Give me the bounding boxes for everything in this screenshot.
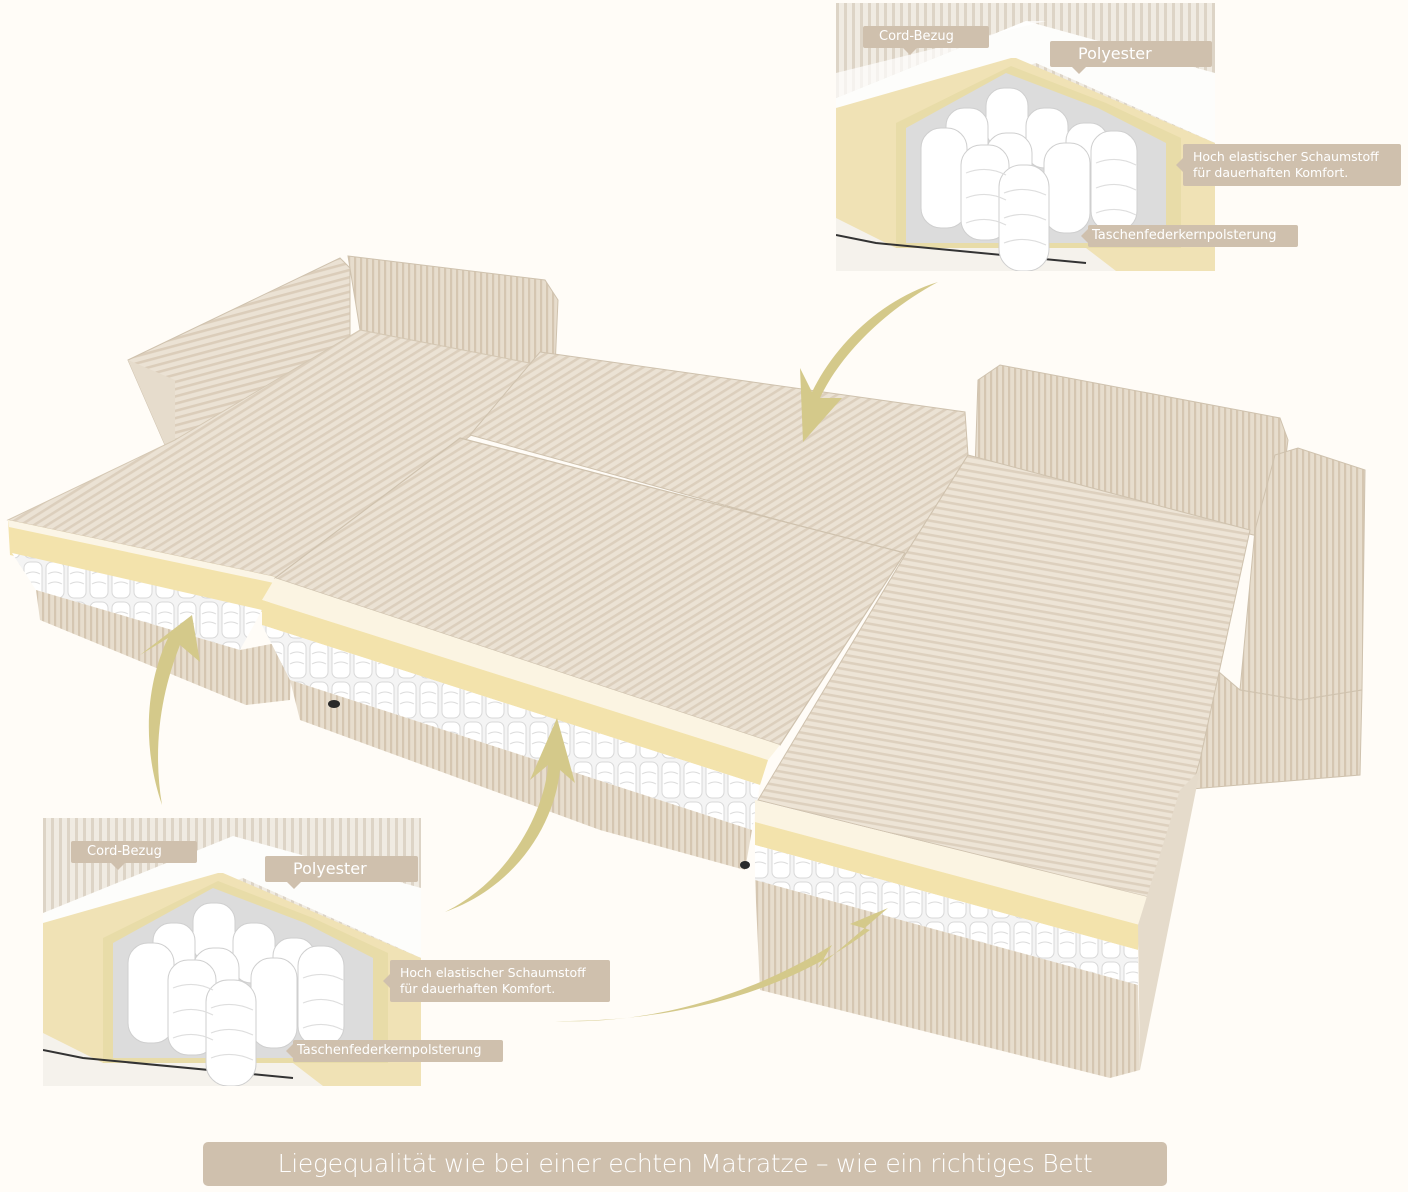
- middle-mattress: [262, 437, 906, 870]
- left-chaise: [6, 255, 559, 705]
- label-pocket-springs: Taschenfederkernpolsterung: [1088, 225, 1298, 247]
- pocket-spring-coil-icon: [127, 902, 345, 1086]
- label-foam-line2: für dauerhaften Komfort.: [400, 981, 556, 996]
- label-foam-line1: Hoch elastischer Schaumstoff: [1193, 149, 1379, 164]
- pocket-spring-coil-icon: [920, 87, 1138, 271]
- label-foam-line2: für dauerhaften Komfort.: [1193, 165, 1349, 180]
- label-foam-line1: Hoch elastischer Schaumstoff: [400, 965, 586, 980]
- curved-arrow-icon: [140, 282, 938, 1022]
- label-high-elastic-foam: Hoch elastischer Schaumstoff für dauerha…: [1183, 144, 1401, 186]
- label-cord-cover: Cord-Bezug: [71, 841, 197, 870]
- right-chaise: [755, 364, 1366, 1078]
- label-pocket-springs: Taschenfederkernpolsterung: [293, 1040, 503, 1062]
- caption-banner: Liegequalität wie bei einer echten Matra…: [203, 1142, 1167, 1186]
- label-high-elastic-foam: Hoch elastischer Schaumstoff für dauerha…: [390, 960, 610, 1002]
- label-cord-cover: Cord-Bezug: [863, 26, 989, 55]
- label-polyester: Polyester: [265, 856, 418, 889]
- label-polyester: Polyester: [1050, 41, 1212, 74]
